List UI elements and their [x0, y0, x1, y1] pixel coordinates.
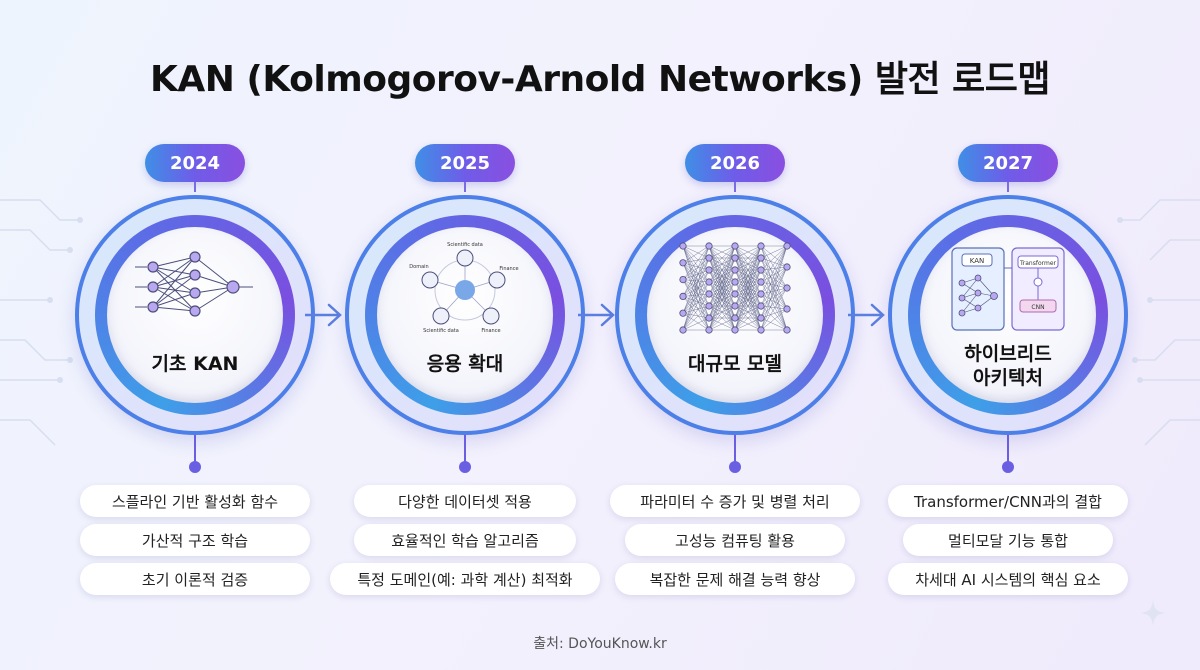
- network-node: [731, 314, 739, 322]
- feature-item: Transformer/CNN과의 결합: [888, 485, 1128, 517]
- stage-2026: 2026 대규모 모델 파라미터 수 증가 및 병렬 처리 고성능 컴퓨팅 활용…: [600, 0, 870, 670]
- network-node: [783, 305, 791, 313]
- network-node: [679, 292, 687, 301]
- year-badge: 2026: [685, 144, 785, 182]
- network-node: [705, 278, 713, 286]
- application-domains-icon: Scientific data Domain Finance Scientifi…: [409, 242, 518, 334]
- feature-item: 초기 이론적 검증: [80, 563, 310, 595]
- arrow-right-icon: [848, 303, 885, 327]
- svg-text:Finance: Finance: [499, 266, 518, 272]
- network-node: [731, 302, 739, 310]
- network-node: [731, 266, 739, 274]
- stage-label: 대규모 모델: [687, 353, 782, 375]
- network-node: [731, 254, 739, 262]
- feature-item: 효율적인 학습 알고리즘: [354, 524, 576, 556]
- year-badge: 2025: [415, 144, 515, 182]
- network-node: [679, 326, 687, 334]
- network-node: [705, 314, 713, 322]
- network-node: [783, 284, 791, 292]
- network-node: [705, 290, 713, 298]
- network-node: [679, 259, 687, 267]
- feature-item: 특정 도메인(예: 과학 계산) 최적화: [330, 563, 600, 595]
- arrow-right-icon: [305, 303, 342, 327]
- network-node: [731, 326, 739, 334]
- feature-item: 차세대 AI 시스템의 핵심 요소: [888, 563, 1128, 595]
- feature-item: 가산적 구조 학습: [80, 524, 310, 556]
- svg-text:CNN: CNN: [1031, 304, 1044, 311]
- stage-label: 기초 KAN: [151, 353, 239, 375]
- network-node: [757, 326, 765, 334]
- network-node: [731, 290, 739, 298]
- hybrid-architecture-icon: KAN Transformer CNN: [951, 247, 1065, 331]
- sparkle-icon: [1140, 600, 1166, 626]
- feature-item: 멀티모달 기능 통합: [903, 524, 1113, 556]
- network-node: [783, 263, 791, 271]
- svg-text:Domain: Domain: [409, 264, 428, 270]
- feature-item: 고성능 컴퓨팅 활용: [625, 524, 845, 556]
- year-badge: 2027: [958, 144, 1058, 182]
- network-node: [731, 278, 739, 286]
- stage-label: 하이브리드 아키텍처: [964, 343, 1052, 389]
- svg-text:KAN: KAN: [970, 257, 985, 265]
- network-node: [705, 242, 713, 250]
- svg-text:Transformer: Transformer: [1019, 260, 1057, 267]
- year-badge: 2024: [145, 144, 245, 182]
- stage-2025: 2025 Scientific data Domain Finance Scie…: [330, 0, 600, 670]
- source-credit: 출처: DoYouKnow.kr: [533, 636, 667, 652]
- svg-text:Finance: Finance: [481, 328, 500, 334]
- neural-network-icon: [135, 251, 253, 317]
- feature-item: 파라미터 수 증가 및 병렬 처리: [610, 485, 860, 517]
- network-node: [705, 254, 713, 262]
- network-node: [757, 254, 765, 262]
- page-title: KAN (Kolmogorov-Arnold Networks) 발전 로드맵: [150, 59, 1050, 100]
- arrow-right-icon: [578, 303, 615, 327]
- network-node: [757, 266, 765, 274]
- large-network-icon: [679, 242, 791, 334]
- network-node: [731, 242, 739, 250]
- network-node: [679, 242, 687, 250]
- network-node: [757, 242, 765, 250]
- network-node: [679, 275, 687, 284]
- network-node: [705, 326, 713, 334]
- network-node: [783, 242, 791, 250]
- network-node: [757, 302, 765, 310]
- stage-label: 응용 확대: [426, 353, 504, 375]
- stage-2027: 2027 KAN Transformer CNN 하이브리드 아키텍처 Tran…: [873, 0, 1143, 670]
- svg-text:Scientific data: Scientific data: [447, 242, 483, 248]
- network-node: [783, 326, 791, 334]
- svg-text:Scientific data: Scientific data: [423, 328, 459, 334]
- stage-2024: 2024 기초 KAN 스플라인 기반 활성화 함수 가산적 구조 학습 초기 …: [60, 0, 330, 670]
- feature-item: 스플라인 기반 활성화 함수: [80, 485, 310, 517]
- feature-item: 복잡한 문제 해결 능력 향상: [615, 563, 855, 595]
- network-node: [679, 309, 687, 317]
- network-node: [705, 302, 713, 310]
- network-node: [757, 290, 765, 298]
- network-node: [757, 278, 765, 286]
- network-node: [705, 266, 713, 274]
- network-node: [757, 314, 765, 322]
- feature-item: 다양한 데이터셋 적용: [354, 485, 576, 517]
